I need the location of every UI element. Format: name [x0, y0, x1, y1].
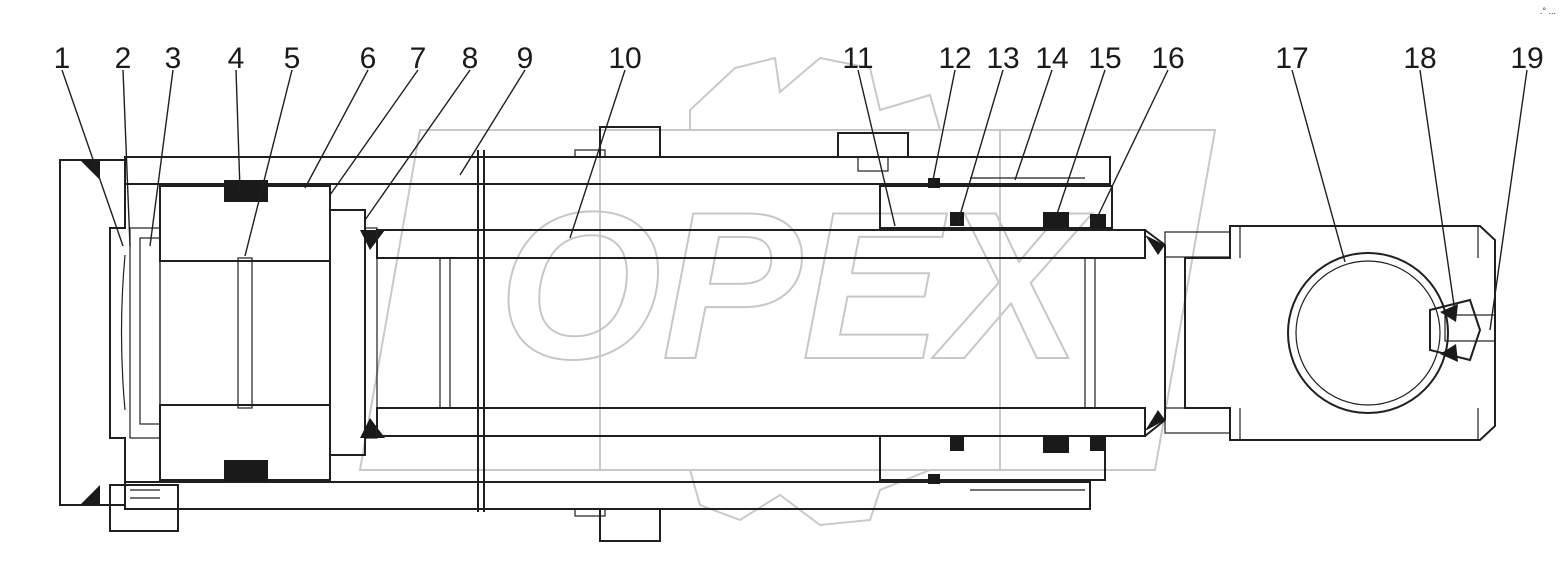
- bottom-port-flange: [599, 508, 661, 542]
- seal-icon: [1043, 212, 1069, 228]
- piston-seal-icon: [224, 180, 268, 202]
- top-port: [599, 126, 661, 158]
- callout-17: 17: [1275, 42, 1308, 75]
- seal-icon: [1090, 437, 1106, 451]
- seal-icon: [1145, 235, 1165, 255]
- callout-11: 11: [842, 42, 873, 75]
- callout-2: 2: [115, 42, 132, 75]
- watermark-frame: [358, 129, 1217, 471]
- eye-bore: [1287, 252, 1449, 414]
- seal-icon: [950, 212, 964, 226]
- callout-3: 3: [165, 42, 182, 75]
- seal-icon: [1440, 344, 1458, 362]
- seal-icon: [1440, 304, 1458, 322]
- seal-icon: [1090, 214, 1106, 228]
- leader-lines: [61, 69, 1528, 331]
- callout-13: 13: [986, 42, 1019, 75]
- callout-4: 4: [228, 42, 245, 75]
- callout-10: 10: [608, 42, 641, 75]
- callout-6: 6: [360, 42, 377, 75]
- spacer: [329, 209, 385, 456]
- piston-seal-icon: [224, 460, 268, 482]
- callout-8: 8: [462, 42, 479, 75]
- cylinder-barrel: [124, 126, 1111, 542]
- piston-rod: [376, 229, 1166, 437]
- seal-icon: [1043, 437, 1069, 453]
- seal-icon: [80, 485, 100, 505]
- callout-15: 15: [1088, 42, 1121, 75]
- corner-mark: .° ...: [1540, 6, 1556, 16]
- callout-14: 14: [1035, 42, 1068, 75]
- seal-icon: [928, 474, 940, 484]
- grease-fitting: [1429, 298, 1482, 362]
- rod-eye: [1164, 225, 1496, 441]
- callout-18: 18: [1403, 42, 1436, 75]
- seal-icon: [950, 437, 964, 451]
- callout-5: 5: [284, 42, 301, 75]
- seal-icon: [928, 178, 940, 188]
- gland: [879, 177, 1113, 491]
- callout-labels: 1 2 3 4 5 6 7 8 9 10 11 12 13 14 15 16 1…: [54, 42, 1544, 75]
- callout-1: 1: [54, 42, 71, 75]
- callout-19: 19: [1510, 42, 1543, 75]
- seal-icon: [360, 418, 385, 438]
- callout-9: 9: [517, 42, 534, 75]
- seal-icon: [360, 230, 385, 250]
- callout-12: 12: [938, 42, 971, 75]
- callout-16: 16: [1151, 42, 1184, 75]
- watermark: OPEX: [358, 56, 1217, 527]
- watermark-text: OPEX: [498, 168, 1092, 403]
- seal-icon: [1145, 410, 1165, 431]
- callout-7: 7: [410, 42, 427, 75]
- top-fitting: [837, 132, 909, 158]
